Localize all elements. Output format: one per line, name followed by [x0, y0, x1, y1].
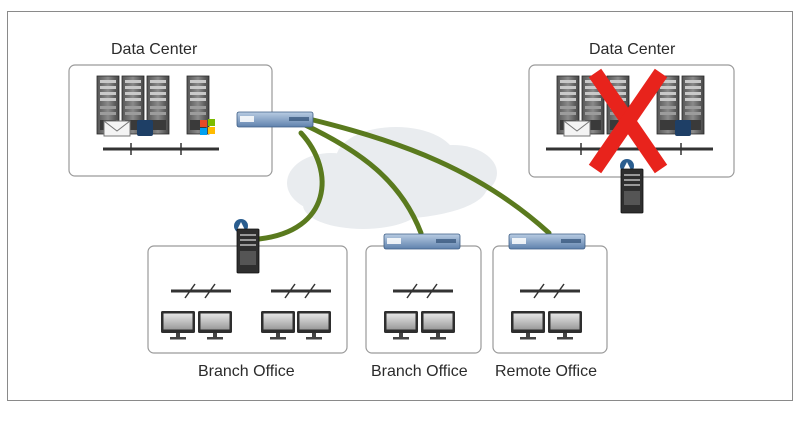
label-remote-office: Remote Office	[495, 363, 597, 380]
storage-icon	[675, 120, 691, 136]
failure-x-icon	[588, 68, 668, 174]
diagram-canvas	[68, 64, 735, 354]
virtual-appliance-icon	[234, 219, 260, 274]
wan-appliance-icon	[383, 233, 461, 250]
email-icon	[103, 120, 131, 137]
windows-logo-icon	[200, 119, 215, 135]
network-diagram: Data Center Data Center Branch Office Br…	[7, 11, 793, 401]
label-branch-office-mid: Branch Office	[371, 363, 468, 380]
network-switch-icon	[546, 143, 713, 155]
branch-office-mid-box	[365, 245, 482, 354]
wan-links	[256, 116, 552, 242]
network-switch-icon	[103, 143, 219, 155]
storage-icon	[137, 120, 153, 136]
wan-appliance-icon	[508, 233, 586, 250]
remote-office-box	[492, 245, 608, 354]
wan-appliance-icon	[236, 111, 314, 128]
label-branch-office-left: Branch Office	[198, 363, 295, 380]
label-data-center-right: Data Center	[589, 41, 676, 58]
label-data-center-left: Data Center	[111, 41, 198, 58]
email-icon	[563, 120, 591, 137]
